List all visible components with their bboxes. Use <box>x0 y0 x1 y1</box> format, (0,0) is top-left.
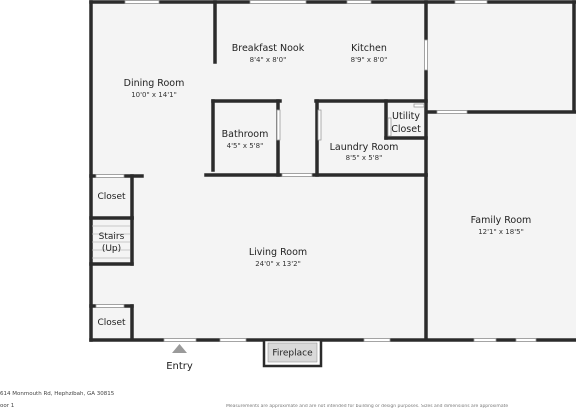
entry-arrow-icon <box>172 344 187 353</box>
kitchen-name: Kitchen <box>351 43 387 54</box>
living-room-name: Living Room <box>249 247 307 258</box>
stairs-line1: Stairs <box>99 232 125 242</box>
floor-east <box>425 2 576 338</box>
bathroom-name: Bathroom <box>222 129 269 140</box>
dining-room-dims: 10'0" x 14'1" <box>131 91 177 99</box>
stairs-lines <box>92 225 130 259</box>
breakfast-nook-dims: 8'4" x 8'0" <box>250 56 287 64</box>
windows <box>95 0 537 342</box>
laundry-room-dims: 8'5" x 5'8" <box>346 154 383 162</box>
fireplace: Fireplace <box>262 338 323 368</box>
entry-label: Entry <box>166 361 193 372</box>
stairs-line2: (Up) <box>102 244 121 254</box>
fireplace-label: Fireplace <box>272 349 313 359</box>
utility-closet-line1: Utility <box>392 111 420 122</box>
floor-main <box>91 2 425 338</box>
floor-text: oor 1 <box>0 403 15 409</box>
dining-room-name: Dining Room <box>124 78 185 89</box>
family-room-dims: 12'1" x 18'5" <box>478 228 524 236</box>
family-room-name: Family Room <box>471 215 532 226</box>
living-room-dims: 24'0" x 13'2" <box>255 260 301 268</box>
disclaimer-text: Measurements are approximate and are not… <box>226 404 509 409</box>
utility-closet-line2: Closet <box>391 124 421 135</box>
bathroom-dims: 4'5" x 5'8" <box>227 142 264 150</box>
laundry-room-name: Laundry Room <box>330 142 399 153</box>
closet-upper-name: Closet <box>97 192 126 202</box>
address-text: 614 Monmouth Rd, Hephzibah, GA 30815 <box>0 391 115 397</box>
breakfast-nook-name: Breakfast Nook <box>232 43 305 54</box>
kitchen-dims: 8'9" x 8'0" <box>351 56 388 64</box>
closet-lower-name: Closet <box>97 318 126 328</box>
